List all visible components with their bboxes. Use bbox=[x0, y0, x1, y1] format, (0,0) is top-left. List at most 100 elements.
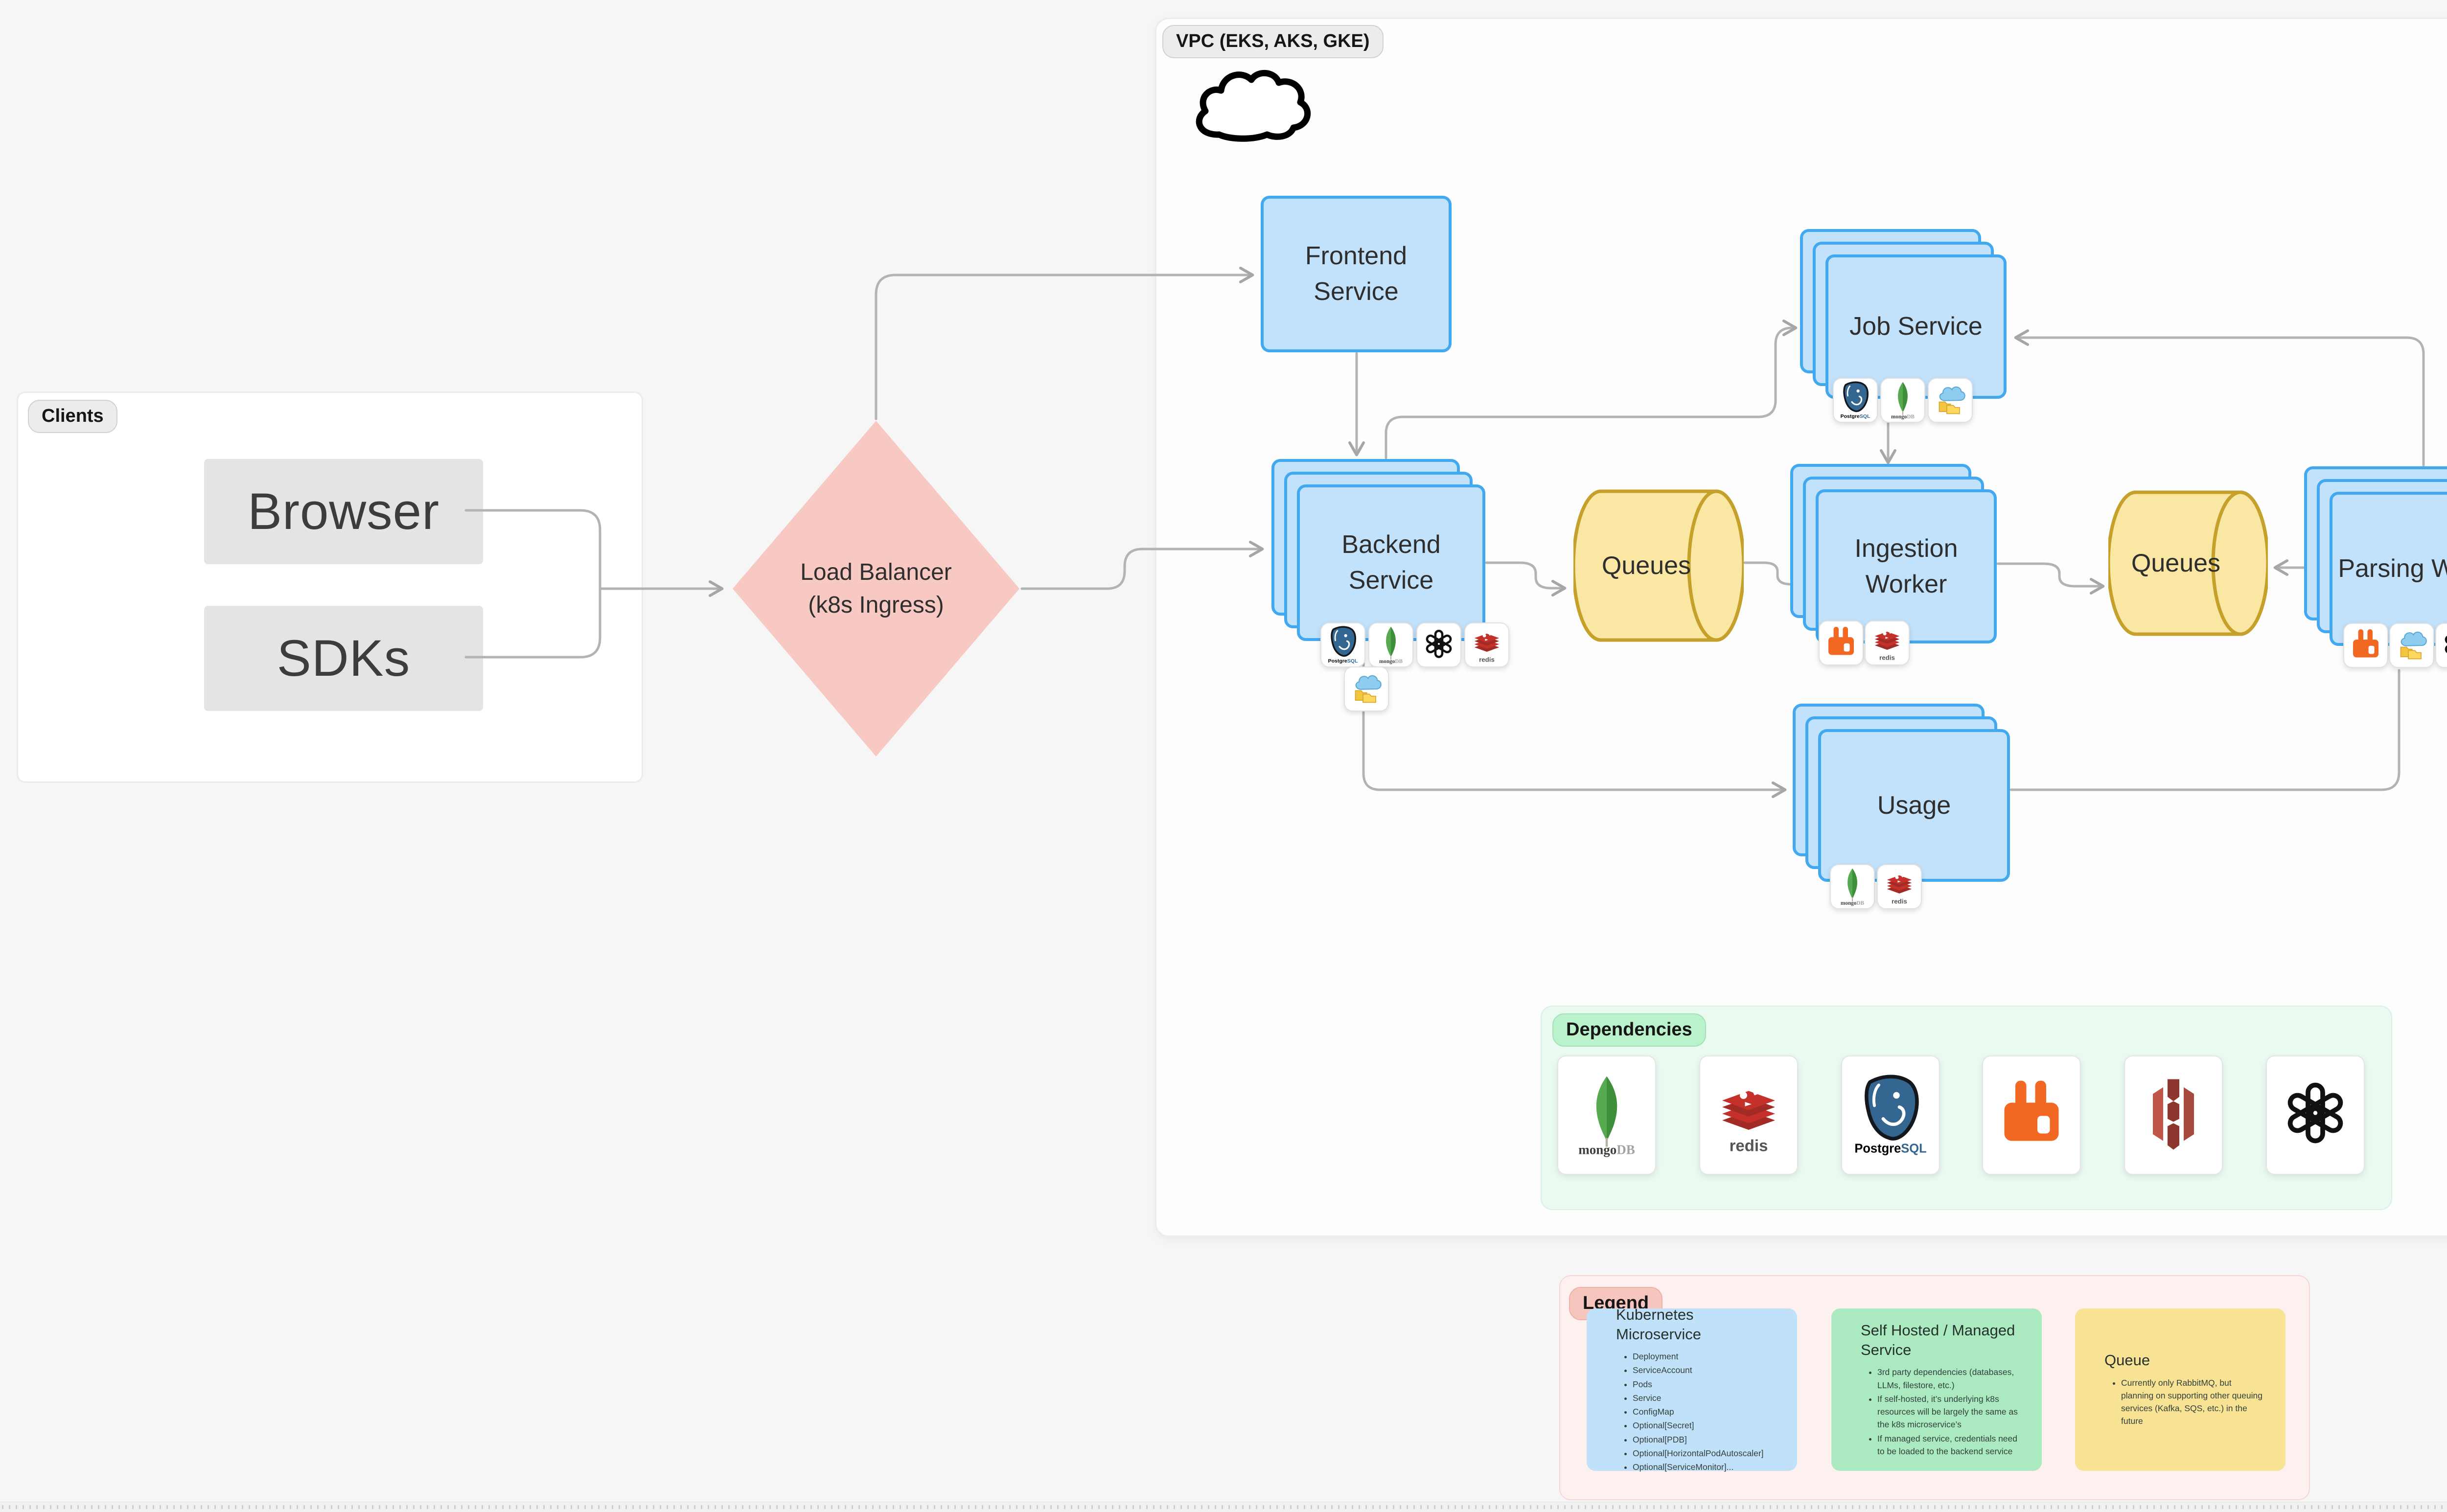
node-queues-1-label: Queues bbox=[1601, 551, 1691, 580]
redis-icon: redis bbox=[1874, 630, 1900, 661]
postgresql-chip: PostgreSQL bbox=[1833, 378, 1878, 423]
cylinder-shape bbox=[2106, 490, 2270, 636]
legend-bullet: Optional[ServiceMonitor]... bbox=[1633, 1461, 1778, 1473]
legend-bullet: Currently only RabbitMQ, but planning on… bbox=[2121, 1376, 2266, 1428]
dependency-rabbitmq[interactable] bbox=[1982, 1055, 2081, 1175]
legend-bullet: Deployment bbox=[1633, 1350, 1778, 1363]
legend-bullet: Optional[PDB] bbox=[1633, 1433, 1778, 1446]
openai-icon bbox=[2445, 635, 2447, 654]
postgresql-icon: PostgreSQL bbox=[1841, 381, 1870, 419]
node-usage-label: Usage bbox=[1877, 791, 1951, 820]
legend-card-title: Self Hosted / Managed Service bbox=[1861, 1321, 2015, 1359]
mongodb-icon: mongoDB bbox=[1891, 382, 1915, 420]
cloud-storage-icon bbox=[1939, 386, 1965, 414]
dependency-openai[interactable] bbox=[2266, 1055, 2365, 1175]
legend-bullet: 3rd party dependencies (databases, LLMs,… bbox=[1877, 1366, 2022, 1392]
redis-icon: redis bbox=[1887, 873, 1912, 905]
node-load-balancer-label: Load Balancer(k8s Ingress) bbox=[800, 559, 952, 618]
browser-node[interactable]: Browser bbox=[204, 459, 483, 564]
clients-label: Clients bbox=[28, 400, 117, 433]
node-usage-card bbox=[1818, 729, 2010, 882]
svg-text:mongoDB: mongoDB bbox=[1578, 1143, 1635, 1157]
horizontal-scrollbar[interactable] bbox=[0, 1502, 2447, 1512]
svg-text:PostgreSQL: PostgreSQL bbox=[1328, 658, 1358, 664]
node-queues-2[interactable]: Queues bbox=[2106, 490, 2270, 636]
legend-card-queue: QueueCurrently only RabbitMQ, but planni… bbox=[2075, 1308, 2285, 1471]
rabbitmq-chip bbox=[1819, 620, 1864, 665]
mongodb-chip: mongoDB bbox=[1880, 378, 1925, 423]
node-queues-2-label: Queues bbox=[2131, 549, 2221, 577]
dependency-s3[interactable] bbox=[2124, 1055, 2223, 1175]
legend-bullet: Service bbox=[1633, 1392, 1778, 1404]
svg-text:redis: redis bbox=[1892, 897, 1907, 905]
dependencies-group: Dependencies mongoDB redis PostgreSQL bbox=[1541, 1006, 2392, 1210]
rabbitmq-icon bbox=[2353, 629, 2378, 658]
node-job-label: Job Service bbox=[1849, 312, 1983, 341]
dependency-postgresql[interactable]: PostgreSQL bbox=[1841, 1055, 1940, 1175]
dependency-redis[interactable]: redis bbox=[1699, 1055, 1798, 1175]
cloud-icon bbox=[1196, 70, 1311, 142]
legend-card-title: Kubernetes Microservice bbox=[1616, 1306, 1701, 1343]
legend-bullet: If self-hosted, it’s underlying k8s reso… bbox=[1877, 1393, 2022, 1431]
legend-bullet: ServiceAccount bbox=[1633, 1364, 1778, 1376]
redis-icon: redis bbox=[1722, 1087, 1775, 1155]
redis-icon: redis bbox=[1474, 632, 1500, 663]
node-job[interactable]: Job Service PostgreSQL mongoDB bbox=[1800, 229, 2007, 423]
legend-bullet: If managed service, credentials need to … bbox=[1877, 1432, 2022, 1458]
svg-text:PostgreSQL: PostgreSQL bbox=[1841, 413, 1870, 419]
cloud-storage-chip bbox=[1344, 666, 1389, 711]
openai-icon bbox=[2287, 1082, 2343, 1144]
node-usage[interactable]: Usage mongoDB redis bbox=[1793, 704, 2010, 909]
cloud-storage-chip bbox=[1928, 378, 1973, 423]
cloud-storage-chip bbox=[2389, 623, 2434, 668]
legend-card-self-hosted-managed-service: Self Hosted / Managed Service 3rd party d… bbox=[1831, 1308, 2042, 1471]
legend-bullet: Optional[HorizontalPodAutoscaler] bbox=[1633, 1447, 1778, 1460]
postgresql-icon: PostgreSQL bbox=[1854, 1075, 1927, 1156]
mongodb-icon: mongoDB bbox=[1578, 1076, 1635, 1157]
legend-card-bullets: Currently only RabbitMQ, but planning on… bbox=[2104, 1375, 2266, 1429]
openai-chip bbox=[2435, 623, 2447, 668]
node-load-balancer[interactable]: Load Balancer(k8s Ingress) bbox=[732, 420, 1020, 757]
legend-card-bullets: DeploymentServiceAccountPodsServiceConfi… bbox=[1616, 1349, 1778, 1474]
node-parsing-label: Parsing Worker bbox=[2338, 554, 2447, 583]
vpc-label: VPC (EKS, AKS, GKE) bbox=[1162, 25, 1384, 58]
node-queues-1[interactable]: Queues bbox=[1571, 489, 1746, 642]
svg-text:redis: redis bbox=[1479, 656, 1495, 663]
redis-chip: redis bbox=[1464, 622, 1509, 667]
clients-group: Clients Browser SDKs bbox=[17, 391, 643, 783]
svg-text:redis: redis bbox=[1730, 1137, 1768, 1155]
postgresql-icon: PostgreSQL bbox=[1328, 626, 1358, 664]
node-job-card bbox=[1825, 254, 2007, 399]
postgresql-chip: PostgreSQL bbox=[1320, 622, 1365, 667]
scrollbar-ticks bbox=[2, 1505, 2447, 1509]
s3-icon bbox=[2153, 1079, 2194, 1150]
cloud-storage-icon bbox=[2400, 631, 2427, 660]
node-frontend-card bbox=[1261, 196, 1452, 352]
legend-bullet: ConfigMap bbox=[1633, 1405, 1778, 1418]
mongodb-chip: mongoDB bbox=[1830, 864, 1875, 909]
mongodb-icon: mongoDB bbox=[1379, 626, 1403, 664]
redis-chip: redis bbox=[1877, 864, 1922, 909]
svg-text:PostgreSQL: PostgreSQL bbox=[1854, 1142, 1926, 1156]
cloud-storage-icon bbox=[1355, 675, 1382, 703]
svg-text:mongoDB: mongoDB bbox=[1891, 414, 1915, 420]
legend-bullet: Optional[Secret] bbox=[1633, 1419, 1778, 1432]
mongodb-chip: mongoDB bbox=[1368, 622, 1413, 667]
dependencies-label: Dependencies bbox=[1552, 1013, 1706, 1047]
diamond-shape bbox=[733, 421, 1019, 756]
node-parsing[interactable]: Parsing Worker bbox=[2304, 466, 2447, 668]
node-ingestion-card bbox=[1816, 489, 1997, 643]
node-parsing-card bbox=[2330, 492, 2447, 646]
openai-icon bbox=[1426, 629, 1452, 658]
sdks-node[interactable]: SDKs bbox=[204, 606, 483, 711]
legend-card-bullets: 3rd party dependencies (databases, LLMs,… bbox=[1861, 1365, 2022, 1459]
redis-chip: redis bbox=[1865, 620, 1910, 665]
dependency-mongodb[interactable]: mongoDB bbox=[1557, 1055, 1656, 1175]
svg-text:redis: redis bbox=[1879, 654, 1895, 661]
